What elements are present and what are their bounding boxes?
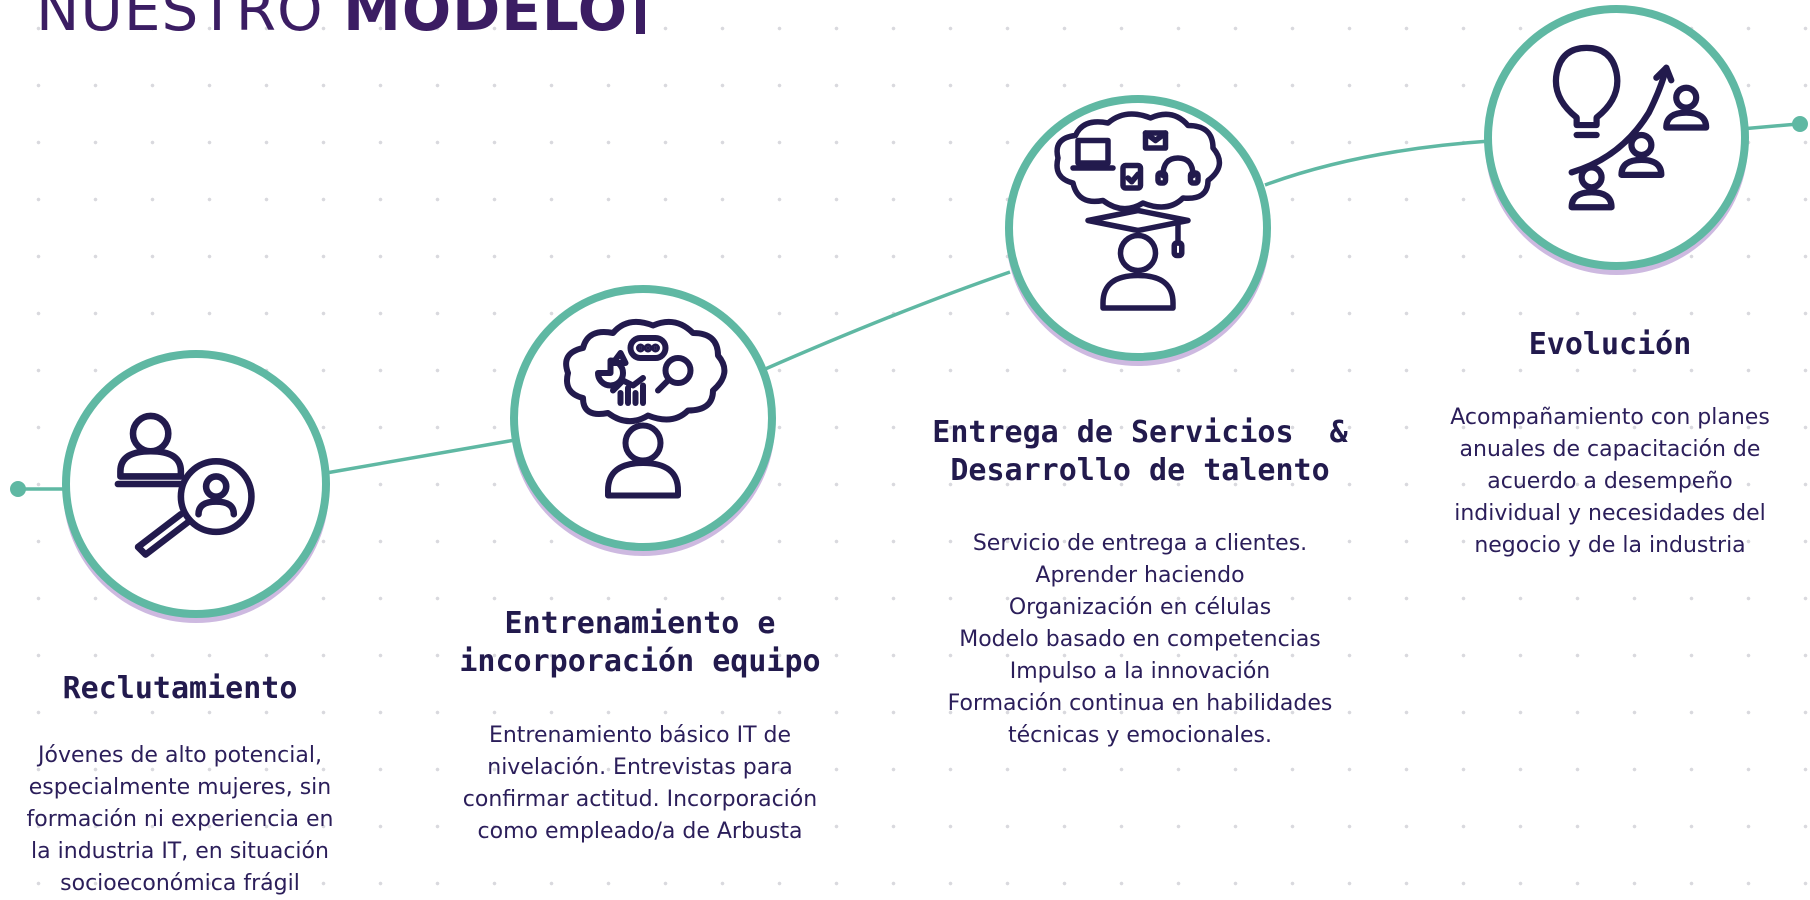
step-4-title: Evolución [1420, 326, 1800, 364]
page-title: NUESTRO MODELO [36, 0, 646, 46]
evolution-growth-icon [1552, 44, 1710, 211]
step-3-desc-line-7: técnicas y emocionales. [1008, 723, 1272, 748]
step-3-desc-line-3: Organización en células [1008, 595, 1272, 620]
service-graduate-icon [1054, 111, 1223, 311]
step-2-desc-line-1: Entrenamiento básico IT de [488, 723, 792, 748]
step-4-circle [1484, 5, 1749, 270]
step-3-desc-line-4: Modelo basado en competencias [959, 627, 1321, 652]
step-1-title: Reclutamiento [20, 670, 340, 708]
step-4-desc-line-4: individual y necesidades del [1454, 501, 1766, 526]
step-4-description: Acompañamiento con planes anuales de cap… [1420, 402, 1800, 562]
step-1-desc-line-2: especialmente mujeres, sin [28, 775, 332, 800]
title-bold: MODELO [343, 0, 629, 44]
recruitment-search-icon [114, 412, 255, 558]
step-3-desc-line-1: Servicio de entrega a clientes. [972, 531, 1308, 556]
step-1-desc-line-5: socioeconómica frágil [60, 871, 300, 896]
timeline-start-dot [10, 481, 26, 497]
step-3-title-line-1: Entrega de Servicios & [932, 415, 1348, 450]
step-4-title-line-1: Evolución [1528, 327, 1692, 362]
step-3-desc-line-5: Impulso a la innovación [1009, 659, 1271, 684]
step-1-desc-line-3: formación ni experiencia en [26, 807, 334, 832]
step-3-desc-line-6: Formación continua en habilidades [947, 691, 1333, 716]
step-2-circle [510, 285, 776, 551]
step-2-description: Entrenamiento básico IT de nivelación. E… [420, 720, 860, 848]
step-1-title-line-1: Reclutamiento [62, 671, 298, 706]
step-3-circle [1005, 95, 1271, 361]
step-2-title-line-2: incorporación equipo [459, 644, 821, 679]
step-4-desc-line-3: acuerdo a desempeño [1487, 469, 1733, 494]
title-caret [636, 0, 646, 34]
title-light: NUESTRO [36, 0, 324, 44]
step-2-title-line-1: Entrenamiento e [504, 606, 776, 641]
step-4-desc-line-1: Acompañamiento con planes [1450, 405, 1770, 430]
training-thought-icon [563, 318, 728, 499]
step-1-circle [62, 350, 330, 618]
step-3-desc-line-2: Aprender haciendo [1035, 563, 1245, 588]
step-1-desc-line-1: Jóvenes de alto potencial, [38, 743, 322, 768]
timeline-end-dot [1792, 116, 1808, 132]
step-1-desc-line-4: la industria IT, en situación [31, 839, 329, 864]
step-2-desc-line-3: confirmar actitud. Incorporación [462, 787, 818, 812]
step-3-description: Servicio de entrega a clientes. Aprender… [900, 528, 1380, 752]
step-4-desc-line-2: anuales de capacitación de [1459, 437, 1761, 462]
step-2-desc-line-4: como empleado/a de Arbusta [477, 819, 803, 844]
step-1-description: Jóvenes de alto potencial, especialmente… [0, 740, 360, 900]
step-3-title-line-2: Desarrollo de talento [950, 453, 1330, 488]
step-4-desc-line-5: negocio y de la industria [1474, 533, 1746, 558]
step-3-title: Entrega de Servicios &Desarrollo de tale… [900, 414, 1380, 490]
step-2-desc-line-2: nivelación. Entrevistas para [487, 755, 793, 780]
